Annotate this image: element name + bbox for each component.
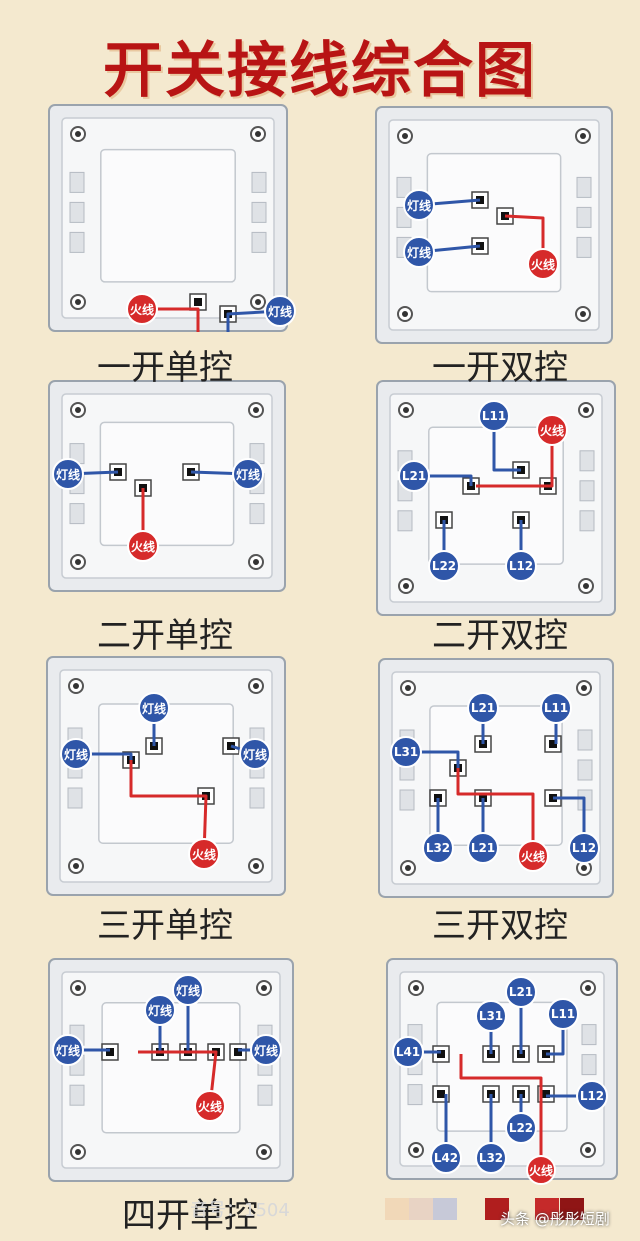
terminal-label-l11: L11 (478, 400, 510, 432)
lamp-wire (414, 474, 473, 486)
lamp-wire-label: 灯线 (232, 458, 264, 490)
panel-one-gang-double: 灯线灯线火线 (375, 106, 613, 344)
lamp-wire-label: 灯线 (52, 1034, 84, 1066)
page-title: 开关接线综合图 (103, 36, 537, 106)
lamp-wire-label: 灯线 (239, 738, 271, 770)
caption-1: 一开单控 (97, 348, 233, 388)
fire-wire-label: 火线 (188, 838, 220, 870)
mosaic-block (560, 1198, 584, 1220)
terminal-label-l32: L32 (475, 1142, 507, 1174)
terminal-label-l11: L11 (547, 998, 579, 1030)
watermark-account: 音号：1504 (190, 1200, 290, 1221)
terminal-label-l41: L41 (392, 1036, 424, 1068)
switch-panel-drawing (48, 380, 286, 592)
fire-wire-label: 火线 (527, 248, 559, 280)
lamp-wire-label: 灯线 (403, 189, 435, 221)
fire-wire-label: 火线 (517, 840, 549, 872)
terminal-label-l21: L21 (467, 692, 499, 724)
lamp-wire (492, 416, 521, 472)
lamp-wire-label: 灯线 (138, 692, 170, 724)
fire-wire-label: 火线 (126, 293, 158, 325)
terminal-label-l21: L21 (467, 832, 499, 864)
switch-panel-drawing (46, 656, 286, 896)
lamp-wire (553, 796, 586, 848)
switch-panel-drawing (48, 104, 288, 332)
mosaic-block (385, 1198, 409, 1220)
switch-panel-drawing (48, 958, 294, 1182)
caption-2: 一开双控 (432, 348, 568, 388)
mosaic-block (485, 1198, 509, 1220)
terminal-label-l12: L12 (568, 832, 600, 864)
fire-wire (476, 430, 554, 488)
terminal-label-l32: L32 (422, 832, 454, 864)
terminal-label-l21: L21 (505, 976, 537, 1008)
terminal-label-l12: L12 (505, 550, 537, 582)
lamp-wire-label: 灯线 (144, 994, 176, 1026)
mosaic-block (433, 1198, 457, 1220)
terminal-label-l31: L31 (390, 736, 422, 768)
fire-wire (456, 768, 535, 856)
fire-wire-label: 火线 (536, 414, 568, 446)
caption-3: 二开单控 (97, 616, 233, 656)
terminal-label-l31: L31 (475, 1000, 507, 1032)
lamp-wire-label: 灯线 (250, 1034, 282, 1066)
fire-wire (129, 760, 208, 855)
fire-wire (138, 1050, 218, 1107)
terminal-label-l12: L12 (576, 1080, 608, 1112)
panel-two-gang-single: 灯线 灯线火线 (48, 380, 286, 592)
caption-6: 三开双控 (432, 906, 568, 946)
watermark-source: 头条 @彤彤短剧 (500, 1210, 610, 1228)
terminal-label-l11: L11 (540, 692, 572, 724)
lamp-wire-label: 灯线 (403, 236, 435, 268)
lamp-wire-label: 灯线 (172, 974, 204, 1006)
fire-wire-label: 火线 (194, 1090, 226, 1122)
lamp-wire-label: 灯线 (60, 738, 92, 770)
panel-one-gang-single: 火线 灯线 (48, 104, 296, 332)
mosaic-block (535, 1198, 559, 1220)
lamp-wire (226, 309, 281, 332)
caption-7: 四开单控 (122, 1196, 258, 1236)
panel-four-gang-single: 灯线灯线灯线灯线火线 (48, 958, 294, 1182)
lamp-wire (76, 752, 133, 760)
lamp-wire-label: 灯线 (264, 295, 296, 327)
panel-three-gang-single: 灯线灯线灯线火线 (46, 656, 286, 896)
mosaic-block (409, 1198, 433, 1220)
terminal-label-l22: L22 (505, 1112, 537, 1144)
caption-5: 三开单控 (97, 906, 233, 946)
terminal-label-l42: L42 (430, 1142, 462, 1174)
fire-wire (144, 307, 200, 332)
terminal-label-l22: L22 (428, 550, 460, 582)
lamp-wire-label: 灯线 (52, 458, 84, 490)
lamp-wire (406, 750, 460, 768)
switch-panel-drawing (375, 106, 613, 344)
caption-4: 二开双控 (432, 616, 568, 656)
fire-wire (459, 1054, 543, 1158)
fire-wire-label: 火线 (526, 1155, 556, 1185)
terminal-label-l21: L21 (398, 460, 430, 492)
fire-wire-label: 火线 (127, 530, 159, 562)
